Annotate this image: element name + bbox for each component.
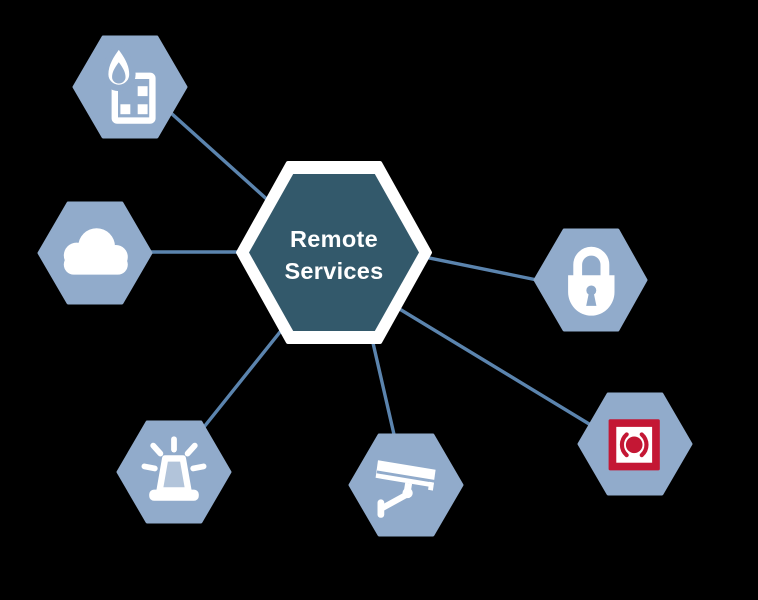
lock-shackle [573, 246, 610, 277]
center-label-line2: Services [284, 258, 383, 284]
alarm-wave-right [639, 432, 649, 458]
siren-dome [156, 455, 192, 494]
siren-rays [141, 436, 207, 472]
camera-body [375, 460, 436, 488]
node-padlock [533, 228, 648, 332]
camera-body-seam [376, 470, 436, 483]
alarm-call-point-icon [608, 419, 660, 471]
center-label-line1: Remote [290, 226, 378, 252]
ray [190, 463, 207, 472]
camera-arm [378, 491, 410, 512]
camera-mount [377, 499, 385, 518]
flame-inner [112, 62, 126, 84]
keyhole [586, 285, 597, 296]
connector-alarm-call-point [353, 280, 634, 452]
keyhole-stem [586, 293, 597, 306]
cloud-icon [63, 228, 128, 275]
node-siren [116, 420, 232, 524]
hexagon [116, 420, 232, 524]
window [137, 104, 148, 115]
alarm-button [625, 436, 643, 454]
cctv-camera-icon [375, 460, 436, 518]
ray [150, 442, 164, 457]
siren-base [149, 489, 199, 501]
camera-lens [428, 481, 434, 491]
padlock-icon [568, 246, 615, 316]
cloud-base [63, 254, 128, 275]
node-cloud [37, 201, 153, 305]
node-alarm-call-point [577, 392, 693, 496]
center-hexagon [249, 174, 419, 331]
node-cctv-camera [348, 433, 464, 537]
siren-light-icon [141, 436, 207, 501]
alarm-wave-left [619, 432, 629, 458]
node-building-fire [72, 35, 188, 139]
building-fire-icon [102, 39, 156, 124]
ray [141, 463, 158, 472]
node-remote-services: Remote Services [236, 161, 432, 344]
window [137, 86, 148, 97]
ray [184, 442, 198, 457]
hexagon [72, 35, 188, 139]
window [120, 104, 131, 115]
